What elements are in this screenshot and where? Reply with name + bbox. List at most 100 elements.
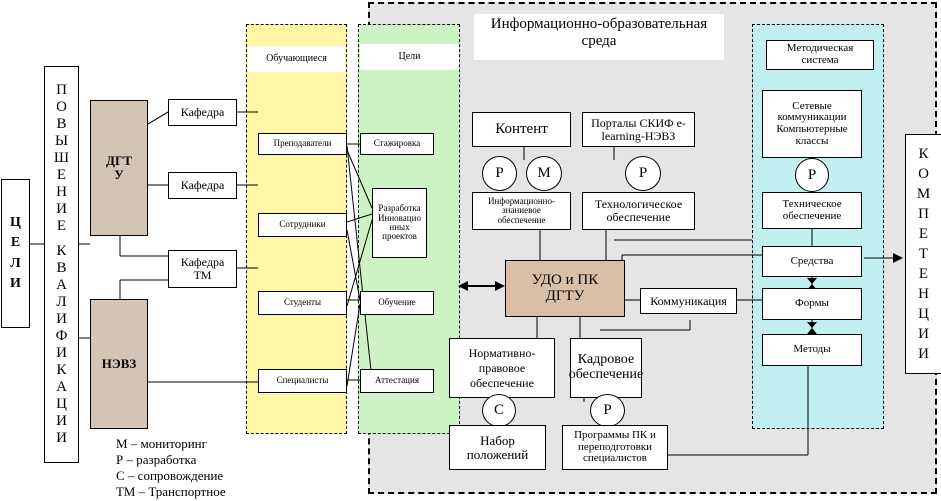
learner-teachers: Преподаватели: [258, 133, 347, 155]
qualification-letter: Ц: [56, 396, 67, 412]
department-label: Кафедра: [180, 105, 225, 120]
qualification-letter: В: [56, 260, 67, 276]
nevz-box: НЭВЗ: [90, 299, 148, 429]
goals-letter: Л: [10, 255, 21, 271]
methods-label: Методы: [793, 343, 831, 356]
learner-specialists: Специалисты: [258, 369, 347, 393]
goal-label: Стажировка: [373, 138, 421, 149]
circle-development: Р: [590, 394, 625, 427]
qualification-letter: В: [56, 116, 67, 132]
learner-students: Студенты: [258, 291, 347, 315]
qualification-letter: Л: [56, 294, 67, 310]
dgtu-box: ДГТ У: [90, 100, 148, 236]
means-label: Средства: [790, 254, 834, 267]
tech-support-label: Технологическое обеспечение: [594, 197, 683, 224]
competencies-letter: Е: [918, 266, 929, 282]
circle-letter: С: [493, 402, 504, 418]
department-label: Кафедра: [180, 178, 225, 193]
learners-header: Обучающиеся: [248, 46, 345, 72]
goal-training: Обучение: [360, 291, 434, 315]
competencies-letter: Ц: [918, 306, 929, 322]
info-support-box: Информационно-знаниевое обеспечение: [472, 192, 571, 230]
goal-label: Аттестация: [375, 375, 419, 386]
competencies-letter: П: [918, 206, 929, 222]
communication-box: Коммуникация: [640, 288, 737, 314]
circle-development: Р: [482, 156, 517, 191]
circle-support: С: [482, 394, 516, 427]
info-support-label: Информационно-знаниевое обеспечение: [488, 195, 555, 225]
qualification-letter: К: [56, 362, 67, 378]
qualification-letter: И: [56, 430, 67, 446]
legend: М – мониторинг Р – разработка С – сопров…: [116, 436, 246, 500]
portals-box: Порталы СКИФ e-learning-НЭВЗ: [582, 112, 695, 147]
legend-item: С – сопровождение: [116, 468, 224, 483]
forms-box: Формы: [762, 288, 862, 320]
qualification-band: П О В Ы Ш Е Н И Е К В А Л И Ф И К А Ц И …: [44, 66, 79, 463]
circle-letter: М: [537, 165, 551, 181]
qualification-letter: А: [56, 379, 67, 395]
content-box: Контент: [472, 112, 571, 147]
network-box: Сетевые коммуникации Компьютерные классы: [762, 90, 862, 158]
competencies-letter: Е: [918, 226, 929, 242]
qualification-letter: К: [56, 243, 67, 259]
department-box: Кафедра: [168, 99, 237, 126]
learner-label: Преподаватели: [273, 138, 332, 149]
methods-box: Методы: [762, 334, 862, 366]
circle-development: Р: [795, 158, 829, 192]
tech-support-box: Технологическое обеспечение: [582, 192, 695, 230]
learners-header-label: Обучающиеся: [266, 52, 327, 64]
competencies-letter: Н: [918, 286, 929, 302]
regulations-label: Набор положений: [466, 432, 529, 462]
udo-label: УДО и ПК ДГТУ: [531, 271, 599, 304]
qualification-letter: Е: [56, 218, 67, 234]
qualification-letter: И: [56, 311, 67, 327]
network-label: Сетевые коммуникации Компьютерные классы: [776, 99, 848, 147]
legend-item: М – мониторинг: [116, 436, 207, 451]
competencies-letter: Т: [918, 246, 929, 262]
communication-label: Коммуникация: [650, 293, 727, 308]
circle-letter: Р: [638, 165, 648, 181]
learner-staff: Сотрудники: [258, 213, 347, 237]
normative-label: Нормативно-правовое обеспечение: [468, 345, 536, 390]
department-label: Кафедра ТМ: [180, 255, 225, 282]
dgtu-label: ДГТ У: [106, 153, 132, 182]
competencies-letter: М: [916, 186, 931, 202]
qualification-letter: А: [56, 277, 67, 293]
goals-letter: Ц: [10, 214, 21, 230]
regulations-box: Набор положений: [449, 425, 546, 470]
nevz-label: НЭВЗ: [101, 356, 137, 372]
methodical-header-label: Методическая система: [786, 42, 854, 66]
circle-letter: Р: [807, 166, 817, 183]
circle-development: Р: [625, 156, 661, 191]
qualification-letter: Е: [56, 167, 67, 183]
normative-box: Нормативно-правовое обеспечение: [449, 338, 555, 398]
goal-internship: Стажировка: [360, 133, 434, 155]
competencies-letter: К: [918, 146, 929, 162]
technical-box: Техническое обеспечение: [762, 192, 862, 229]
goals-letter: И: [10, 275, 21, 291]
environment-title-box: [474, 14, 724, 60]
competencies-letter: И: [918, 326, 929, 342]
qualification-letter: П: [56, 82, 67, 98]
department-box: Кафедра: [168, 172, 237, 199]
goals-header: Цели: [360, 44, 459, 70]
environment-title: Информационно-образовательная среда: [474, 16, 724, 51]
circle-letter: Р: [603, 402, 612, 418]
goal-label: Разработка Инновацио нных проектов: [378, 203, 421, 242]
qualification-letter: И: [56, 201, 67, 217]
goal-label: Обучение: [378, 297, 416, 308]
learner-label: Студенты: [283, 297, 321, 308]
qualification-letter: Ы: [54, 133, 69, 149]
programs-box: Программы ПК и переподготовки специалист…: [562, 425, 668, 470]
means-box: Средства: [762, 246, 862, 277]
goals-header-label: Цели: [398, 50, 421, 62]
portals-label: Порталы СКИФ e-learning-НЭВЗ: [591, 115, 686, 143]
personnel-box: Кадровое обеспечение: [568, 338, 644, 398]
legend-item: Р – разработка: [116, 452, 197, 467]
legend-item: ТМ – Транспортное: [116, 484, 226, 499]
learner-label: Сотрудники: [279, 219, 326, 230]
qualification-letter: И: [56, 345, 67, 361]
department-tm-box: Кафедра ТМ: [168, 250, 237, 288]
personnel-label: Кадровое обеспечение: [568, 352, 644, 382]
